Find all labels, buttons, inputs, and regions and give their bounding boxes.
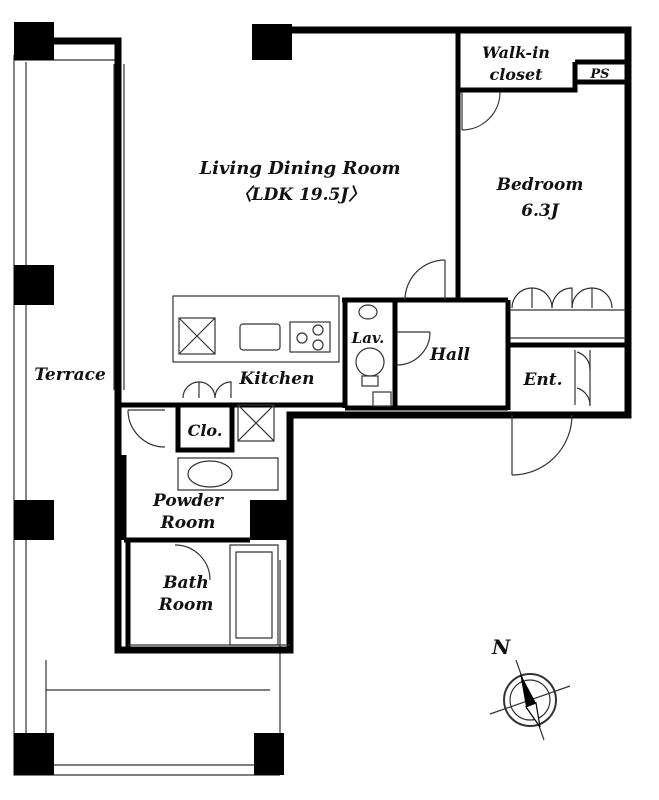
toilet	[355, 304, 392, 407]
terrace-label: Terrace	[34, 365, 106, 385]
kitchen-label: Kitchen	[239, 369, 315, 389]
ps-label: PS	[589, 67, 609, 82]
room-labels: Living Dining Room 〈LDK 19.5J〉 Walk-in c…	[34, 43, 609, 615]
powder-label-2: Room	[160, 513, 216, 533]
washbasin	[187, 460, 233, 488]
walkin-label-1: Walk-in	[482, 43, 550, 62]
doors	[127, 91, 613, 581]
bath-label-2: Room	[158, 595, 214, 615]
hall-label: Hall	[429, 345, 471, 365]
ent-label: Ent.	[522, 370, 562, 390]
powder-label-1: Powder	[152, 491, 224, 511]
compass-north-label: N	[491, 635, 511, 659]
compass: N	[489, 635, 571, 741]
column-top	[252, 24, 292, 60]
exterior-walls	[50, 26, 632, 654]
columns	[14, 22, 284, 775]
walkin-label-2: closet	[489, 65, 543, 84]
column-mid	[250, 500, 290, 540]
bath-label-1: Bath	[162, 573, 209, 593]
clo-label: Clo.	[188, 421, 223, 440]
interior-walls	[118, 30, 628, 650]
ldk-size: 〈LDK 19.5J〉	[235, 185, 366, 205]
lav-label: Lav.	[351, 329, 385, 347]
ldk-name: Living Dining Room	[198, 158, 400, 179]
bedroom-name: Bedroom	[496, 175, 584, 195]
kitchen-counter	[172, 295, 340, 442]
bedroom-size: 6.3J	[521, 201, 560, 221]
north-arrow-icon	[520, 673, 536, 707]
interior-details	[113, 64, 625, 646]
